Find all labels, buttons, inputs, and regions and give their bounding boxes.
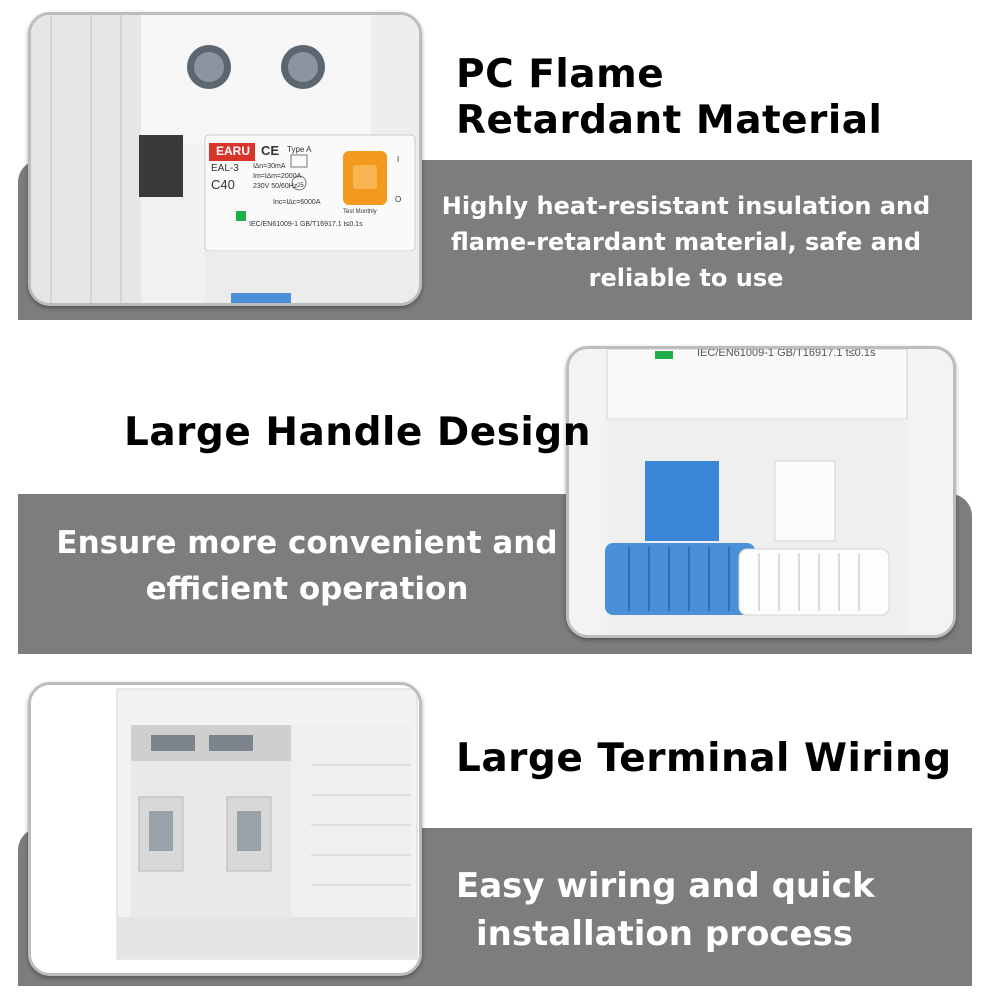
type-label: Type A [287, 145, 312, 154]
section2-product-photo: IEC/EN61009-1 GB/T16917.1 t≤0.1s [566, 346, 956, 638]
spec-1: I∆n=30mA [253, 163, 286, 170]
white-handle [774, 460, 836, 542]
spec-3: 230V 50/60Hz [253, 183, 298, 190]
brand-logo: EARU [215, 144, 250, 158]
standards-label-2: IEC/EN61009-1 GB/T16917.1 t≤0.1s [697, 347, 876, 359]
model-label: EAL-3 [211, 163, 239, 174]
section3-description: Easy wiring and quick installation proce… [456, 866, 875, 954]
section3-product-photo [28, 682, 422, 976]
section3-heading: Large Terminal Wiring [456, 736, 952, 781]
section1-heading: PC Flame Retardant Material [456, 52, 883, 143]
rating-label: C40 [211, 177, 235, 192]
spec-4: Inc=I∆c=6000A [273, 199, 321, 206]
standards-label: IEC/EN61009-1 GB/T16917.1 t≤0.1s [249, 221, 363, 228]
off-mark: O [395, 195, 402, 204]
ce-mark: CE [261, 143, 280, 158]
class-label: 25 [297, 183, 304, 189]
test-label: Test Monthly [343, 209, 377, 215]
blue-handle [645, 461, 719, 541]
section2-description: Ensure more convenient and efficient ope… [56, 525, 558, 607]
section2-heading: Large Handle Design [124, 410, 591, 455]
section1-description: Highly heat-resistant insulation and fla… [441, 192, 931, 292]
section1-product-photo: EARU CE Type A EAL-3 C40 I∆n=30mA Im=I∆m… [28, 12, 422, 306]
spec-2: Im=I∆m=2000A [253, 173, 302, 180]
on-mark: I [397, 155, 400, 164]
